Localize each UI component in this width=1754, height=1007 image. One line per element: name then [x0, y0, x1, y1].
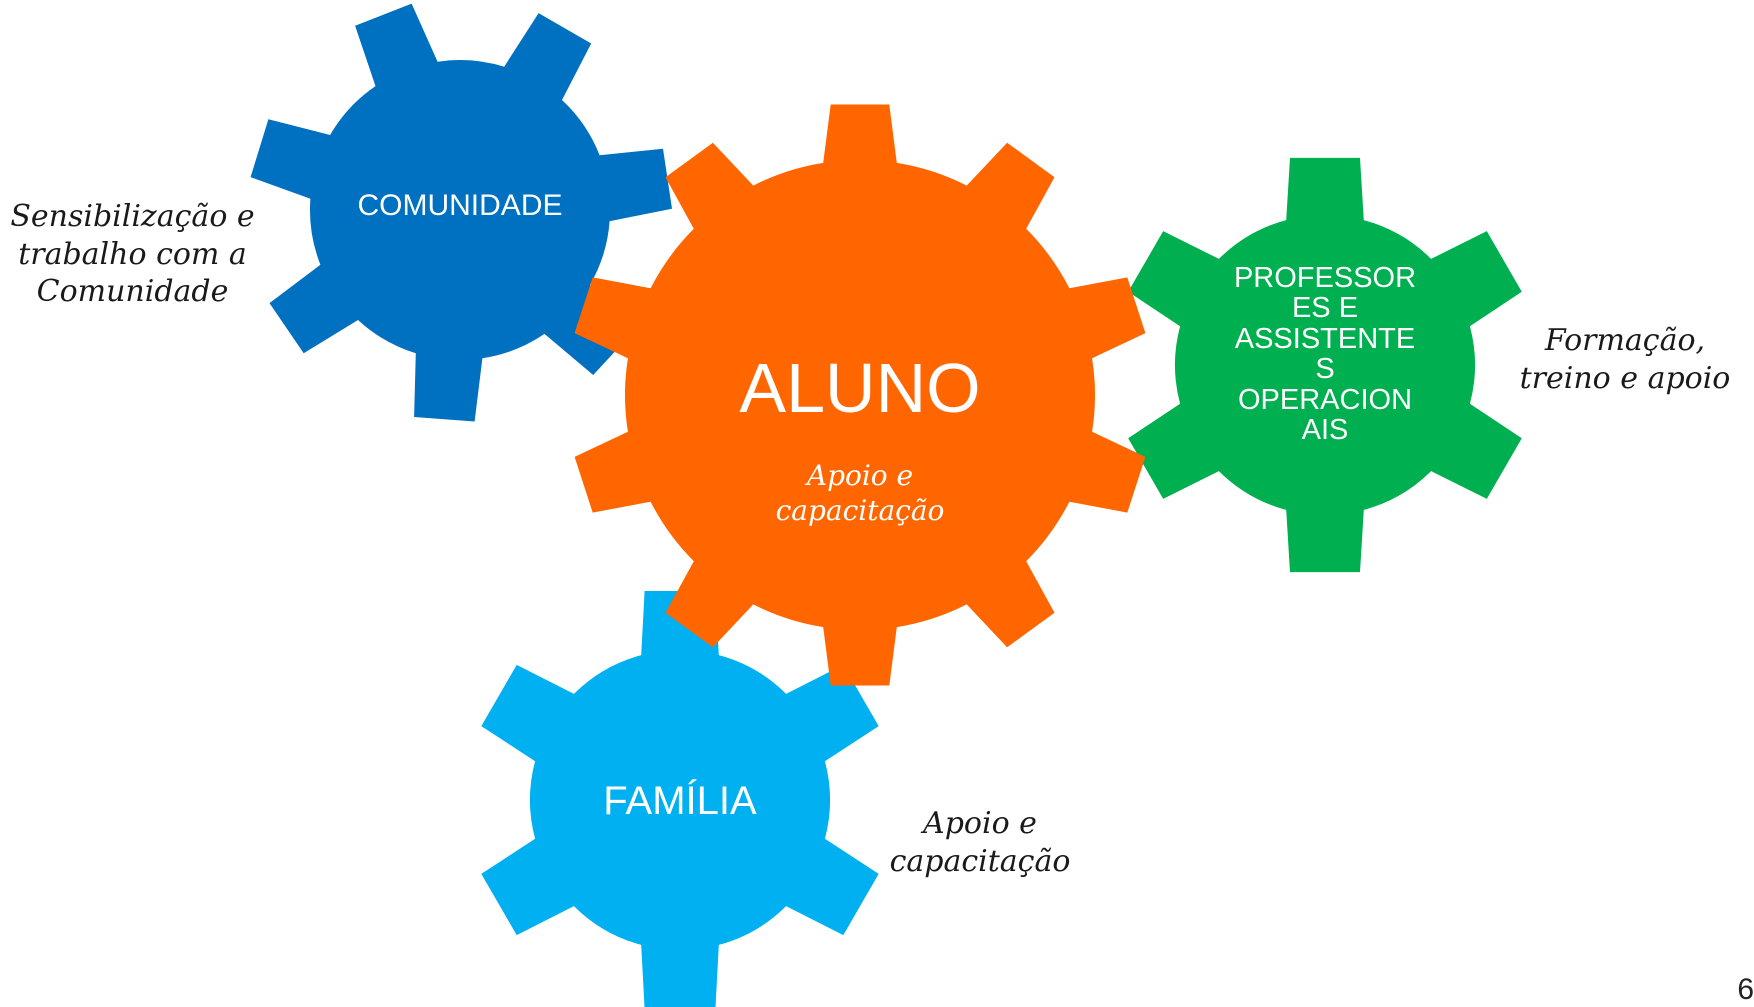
familia-note: Apoio e capacitação [889, 806, 1071, 879]
familia-label: FAMÍLIA [603, 779, 757, 823]
comunidade-note: Sensibilização e trabalho com a Comunida… [10, 199, 255, 309]
aluno-label: ALUNO [739, 349, 981, 427]
professores-note: Formação, treino e apoio [1519, 323, 1731, 396]
professores-label: PROFESSOR ES E ASSISTENTE S OPERACION AI… [1233, 262, 1417, 447]
page-number: 6 [1737, 973, 1754, 1006]
professores-gear [1128, 157, 1522, 573]
comunidade-gear [250, 3, 672, 422]
aluno-gear [574, 104, 1146, 686]
familia-gear [481, 591, 879, 1007]
comunidade-label: COMUNIDADE [357, 189, 563, 222]
aluno-sublabel: Apoio e capacitação [775, 459, 945, 527]
